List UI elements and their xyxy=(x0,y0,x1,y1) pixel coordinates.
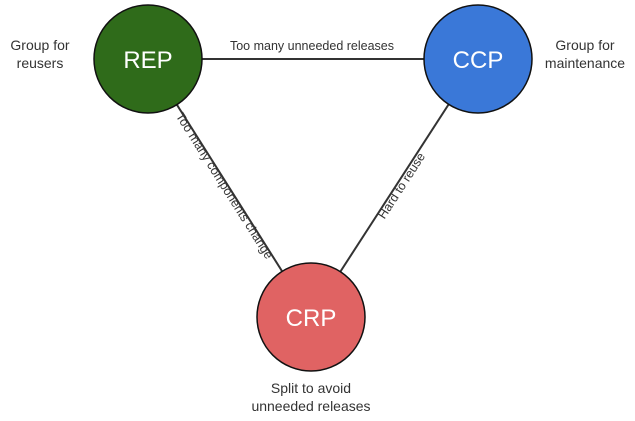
node-crp-label: CRP xyxy=(286,305,337,332)
node-rep-circle xyxy=(93,4,203,114)
node-rep-label: REP xyxy=(123,47,172,74)
edge-label-rep-ccp: Too many unneeded releases xyxy=(230,39,394,53)
node-crp: CRP xyxy=(256,262,366,372)
caption-ccp-line1: Group for xyxy=(555,37,614,53)
node-crp-circle xyxy=(256,262,366,372)
caption-crp-line2: unneeded releases xyxy=(251,398,370,414)
node-ccp-label: CCP xyxy=(453,47,504,74)
caption-rep-line1: Group for xyxy=(10,37,69,53)
caption-rep-line2: reusers xyxy=(17,55,64,71)
node-ccp-circle xyxy=(423,4,533,114)
edge-label-rep-crp: Too many components change xyxy=(173,110,276,261)
caption-ccp-line2: maintenance xyxy=(545,55,625,71)
node-ccp: CCP xyxy=(423,4,533,114)
edge-label-ccp-crp: Hard to reuse xyxy=(375,150,428,221)
caption-crp-line1: Split to avoid xyxy=(271,380,351,396)
node-rep: REP xyxy=(93,4,203,114)
